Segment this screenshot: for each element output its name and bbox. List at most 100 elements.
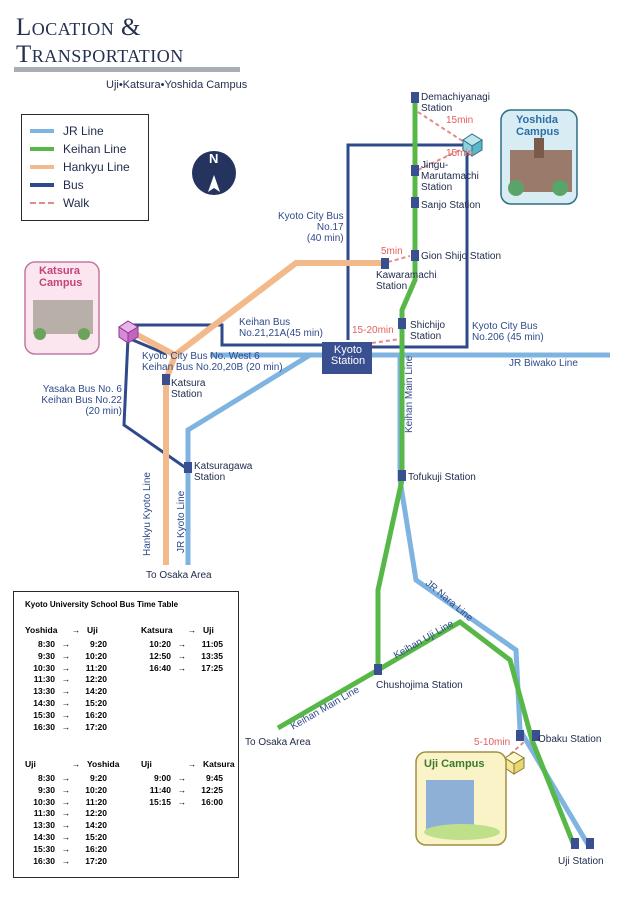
timetable-header: Yoshida→Uji [25,625,127,639]
arrow-icon: → [177,784,187,795]
arrow-icon: → [61,662,71,673]
depart-time: 10:20 [149,639,171,649]
route-kyoto-city-bus-17: Kyoto City Bus No.17 (40 min) [278,211,344,244]
arrow-icon: → [61,855,71,866]
timetable-header-to: Uji [203,625,214,635]
timetable-row: 15:30→16:20 [25,710,127,722]
legend-label: Hankyu Line [63,160,130,174]
timetable-header-from: Uji [25,759,36,769]
subtitle: Uji•Katsura•Yoshida Campus [106,79,248,91]
walk-routes [371,111,525,760]
depart-time: 16:40 [149,662,171,673]
timetable-row: 16:30→17:20 [25,856,127,868]
compass-icon [192,151,236,195]
legend: JR Line Keihan Line Hankyu Line Bus Walk [21,114,149,221]
timetable-header-from: Uji [141,759,152,769]
station-markers [162,92,594,849]
kyoto-station-box [322,342,372,374]
arrow-icon: → [61,773,71,783]
arrive-time: 10:20 [85,650,107,661]
depart-time: 16:30 [33,721,55,732]
route-keihan-bus-21: Keihan Bus No.21,21A(45 min) [239,317,323,339]
arrive-time: 17:20 [85,721,107,732]
arrive-time: 9:20 [89,639,107,649]
timetable-row: 9:30 → 10:20 [25,651,127,663]
station-jingu-marutamachi: Jingu- Marutamachi Station [421,160,479,193]
title-line-2: Transportation [16,41,184,68]
depart-time: 9:30 [37,650,55,661]
timetable-row: 15:15→16:00 [141,797,243,809]
legend-item-jr: JR Line [30,124,104,138]
hankyu-line-upper [126,260,385,359]
timetable-row: 12:50→13:35 [141,651,243,663]
arrive-time: 13:35 [201,650,223,661]
timetable-row: 8:30→9:20 [25,773,127,785]
arrow-icon: → [61,697,71,708]
keihan-lines [276,95,578,849]
station-katsura: Katsura Station [171,378,206,400]
walk-time-demachi: 15min [446,115,474,126]
timetable-row: 16:30 → 17:20 [25,722,127,734]
depart-time: 8:30 [37,773,55,783]
depart-time: 14:30 [33,697,55,708]
arrow-icon: → [61,639,71,649]
arrow-icon: → [61,709,71,720]
arrow-icon: → [177,796,187,807]
timetable-row: 11:30→12:20 [25,808,127,820]
walk-time-kyoto: 15-20min [352,325,394,336]
title-line-1: Location & [16,14,141,41]
arrive-time: 16:20 [85,709,107,720]
arrow-icon: → [61,784,71,795]
campus-badges [24,109,578,846]
page-title: Location & Transportation [16,14,184,68]
timetable-row: 15:30→16:20 [25,844,127,856]
timetable-row: 13:30→14:20 [25,686,127,698]
keihan-main-line [375,95,418,670]
station-katsuragawa: Katsuragawa Station [194,461,253,483]
katsura-campus-label: Katsura Campus [39,265,83,289]
arrive-time: 16:20 [85,843,107,854]
depart-time: 11:30 [33,674,55,685]
route-kyoto-city-bus-206: Kyoto City Bus No.206 (45 min) [472,321,544,343]
arrow-icon: → [61,650,71,661]
bus-timetable: Kyoto University School Bus Time Table Y… [13,591,239,878]
arrive-time: 11:05 [201,639,223,649]
route-west6: Kyoto City Bus No. West 6 Keihan Bus No.… [142,351,283,373]
timetable-row: 16:40→17:25 [141,663,243,675]
destination-osaka-2: To Osaka Area [245,737,311,748]
walk-time-jingu: 15min [446,148,474,159]
destination-osaka-1: To Osaka Area [146,570,212,581]
legend-item-keihan: Keihan Line [30,142,126,156]
arrive-time: 16:00 [201,796,223,807]
arrow-icon: → [61,721,71,732]
station-uji: Uji Station [558,856,604,867]
station-obaku: Obaku Station [538,734,602,745]
timetable-header: Katsura → Uji [141,625,243,639]
keihan-main-line-sw [276,667,380,731]
line-jr-kyoto: JR Kyoto Line [176,490,187,553]
depart-time: 11:40 [149,784,171,795]
timetable-header-arrow: → [187,759,197,769]
timetable-row: 13:30→14:20 [25,820,127,832]
timetable-header-arrow: → [187,625,197,635]
jr-line-swatch [30,129,54,133]
timetable-header-from: Yoshida [25,625,58,635]
arrow-icon: → [177,773,187,783]
line-hankyu-kyoto: Hankyu Kyoto Line [142,472,153,556]
timetable-header-from: Katsura [141,625,173,635]
jr-kyoto-line [185,352,312,565]
timetable-row: 10:30→11:20 [25,663,127,675]
yoshida-campus-label: Yoshida Campus [516,114,560,138]
arrive-time: 17:20 [85,855,107,866]
timetable-header-to: Katsura [203,759,235,769]
depart-time: 15:30 [33,843,55,854]
station-shichijo: Shichijo Station [410,320,446,342]
legend-label: Walk [63,196,90,210]
arrive-time: 9:45 [205,773,223,783]
arrow-icon: → [61,674,71,685]
arrive-time: 12:25 [201,784,223,795]
